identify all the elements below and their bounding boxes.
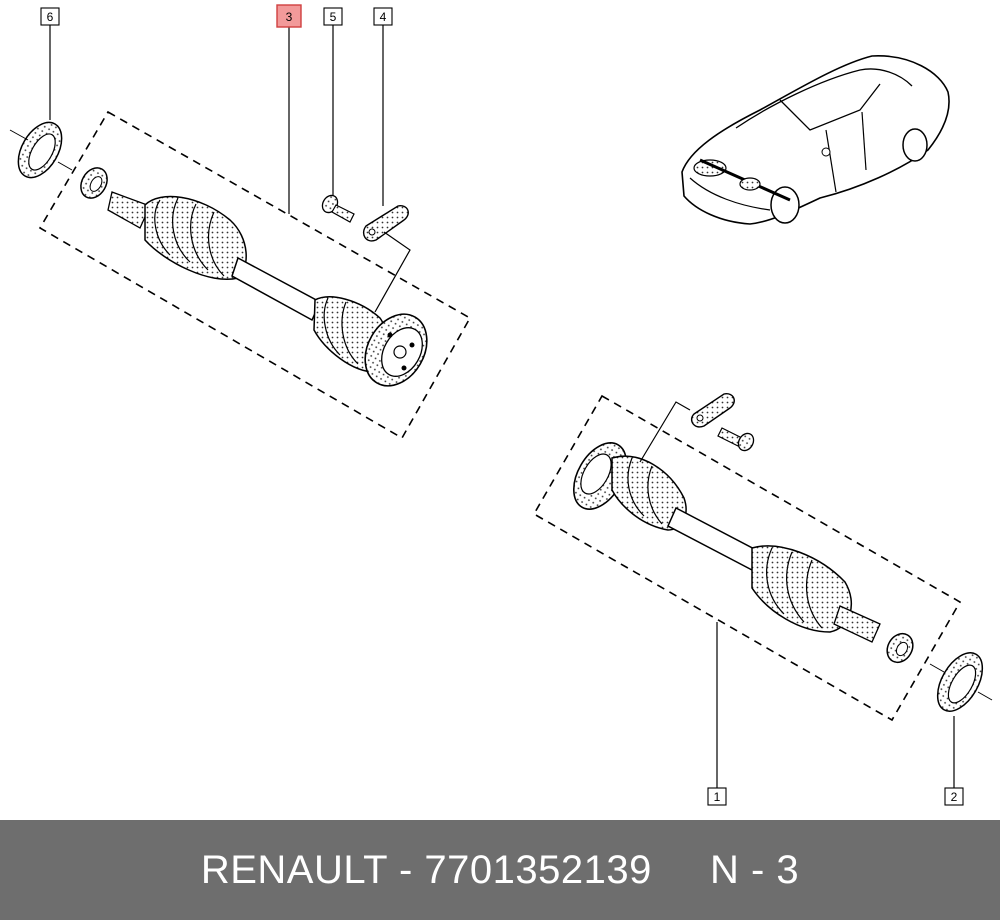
car-illustration	[681, 55, 950, 225]
part-caption: RENAULT - 7701352139 N - 3	[201, 848, 799, 893]
right-outer-cv-boot	[751, 545, 853, 633]
callout-2[interactable]: 2	[944, 787, 964, 806]
right-shaft	[667, 506, 761, 572]
callout-box	[373, 7, 393, 26]
left-driveshaft-assembly	[9, 110, 472, 440]
part-number: 7701352139	[424, 847, 652, 892]
left-flange	[364, 313, 428, 387]
callout-box	[707, 787, 727, 806]
right-splined-stub	[833, 605, 881, 643]
left-bracket-plate	[362, 205, 409, 242]
callout-3[interactable]: 3	[276, 4, 302, 28]
callout-4[interactable]: 4	[373, 7, 393, 26]
right-bolt	[717, 427, 755, 452]
callout-box	[323, 7, 343, 26]
right-assembly-dashed-outline	[532, 394, 962, 722]
left-abs-tone-ring	[9, 121, 73, 179]
callout-box-highlighted	[276, 4, 302, 28]
callout-label: 5	[330, 10, 337, 24]
callout-box	[40, 7, 60, 26]
left-splined-stub	[107, 191, 151, 229]
callout-1[interactable]: 1	[707, 787, 727, 806]
position-label: N - 3	[709, 847, 800, 892]
left-bolt	[321, 194, 355, 223]
callout-label: 1	[714, 790, 721, 804]
callout-label: 2	[951, 790, 958, 804]
parts-diagram: 6 3 5 4 1 2	[9, 4, 993, 806]
caption-separator: -	[387, 847, 425, 892]
callout-6[interactable]: 6	[40, 7, 60, 26]
callout-5[interactable]: 5	[323, 7, 343, 26]
right-abs-tone-ring	[929, 652, 993, 712]
callout-label: 4	[380, 10, 387, 24]
footer-bar: RENAULT - 7701352139 N - 3	[0, 820, 1000, 920]
callout-label: 3	[286, 10, 293, 24]
right-driveshaft-assembly	[532, 393, 993, 722]
callout-label: 6	[47, 10, 54, 24]
right-bracket-plate	[690, 393, 735, 428]
left-hub-nut	[80, 167, 108, 199]
right-hub-nut	[886, 632, 914, 664]
brand-name: RENAULT	[200, 847, 388, 892]
left-shaft	[231, 256, 321, 322]
caption-gap	[652, 848, 710, 892]
left-outer-cv-boot	[144, 195, 247, 280]
callout-box	[944, 787, 964, 806]
